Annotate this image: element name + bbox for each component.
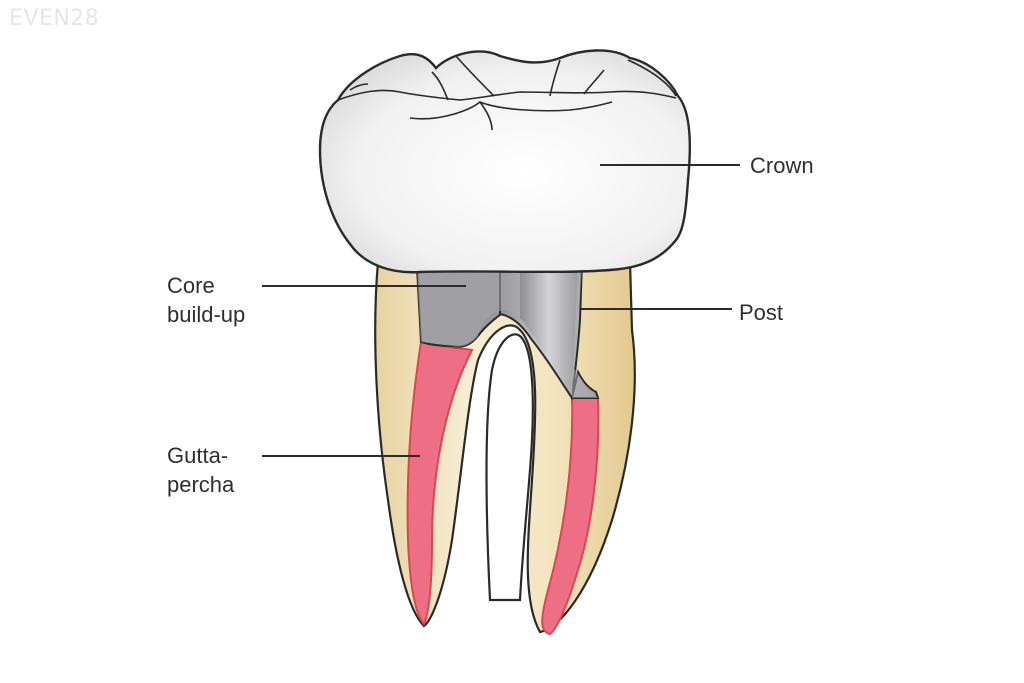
watermark: EVEN28 xyxy=(9,6,100,31)
gutta-label-line-1: Gutta- xyxy=(167,443,229,468)
gutta-label-line-2: percha xyxy=(167,472,235,497)
crown-fissure-lines xyxy=(337,55,677,131)
left-gutta-percha xyxy=(406,340,474,626)
crown xyxy=(318,49,692,274)
post-leader-line xyxy=(580,308,732,310)
core-label-line-1: Core xyxy=(167,273,215,298)
core-build-up-label: Core build-up xyxy=(167,271,245,329)
crown-leader-line xyxy=(600,164,740,166)
core-leader-line xyxy=(262,285,466,287)
gutta-percha-label: Gutta- percha xyxy=(167,441,234,499)
gutta-percha-leader-line xyxy=(262,455,420,457)
core-label-line-2: build-up xyxy=(167,302,246,327)
post-label: Post xyxy=(739,300,784,325)
crown-label: Crown xyxy=(750,153,814,178)
furcation xyxy=(485,333,534,602)
right-gutta-percha xyxy=(541,397,600,636)
